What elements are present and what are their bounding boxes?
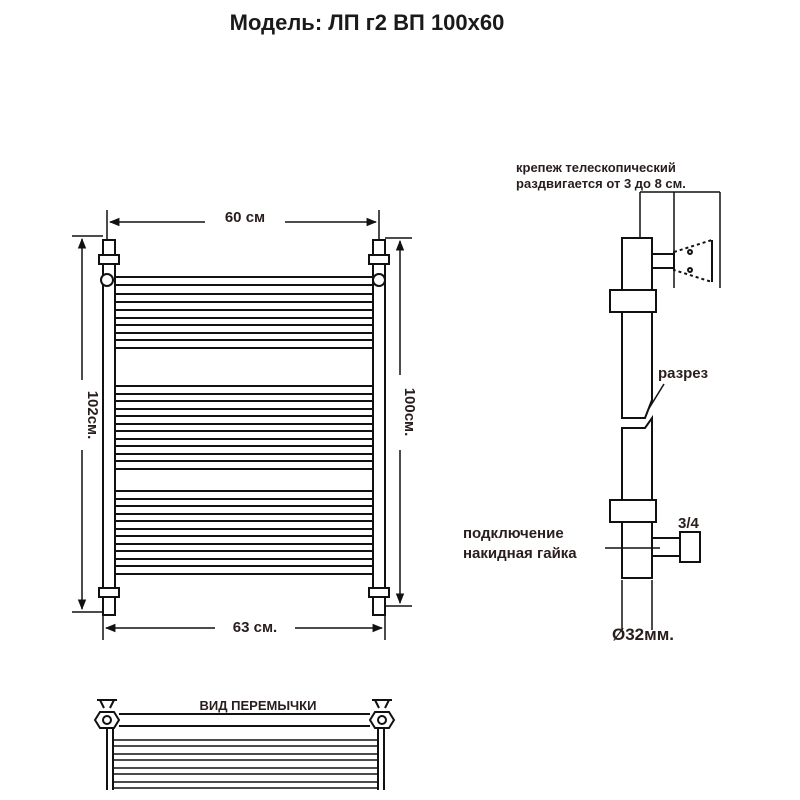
- side-clamp-bottom: [609, 499, 657, 523]
- connection-fitting: [651, 531, 701, 563]
- model-title: Модель: ЛП г2 ВП 100х60: [230, 10, 505, 35]
- clamp-bottom-left: [98, 587, 120, 598]
- bridge-view-label: ВИД ПЕРЕМЫЧКИ: [200, 698, 317, 713]
- pipe-lower: [621, 414, 653, 579]
- mount-label-line2: раздвигается от 3 до 8 см.: [516, 176, 686, 191]
- right-post: [372, 239, 386, 616]
- bridge-rungs: [113, 739, 378, 789]
- section-label: разрез: [658, 365, 708, 382]
- front-view: 60 см 63 см. 102см. 100см.: [72, 206, 418, 640]
- inlet-circle-right: [372, 273, 386, 287]
- clamp-top-left: [98, 254, 120, 265]
- bridge-fitting-right: [368, 699, 396, 729]
- rungs: [114, 276, 374, 575]
- telescopic-bracket: [651, 238, 713, 284]
- left-post: [102, 239, 116, 616]
- dim-left-height: 102см.: [84, 391, 101, 440]
- clamp-top-right: [368, 254, 390, 265]
- mount-label-line1: крепеж телескопический: [516, 160, 676, 175]
- clamp-bottom-right: [368, 587, 390, 598]
- pipe-diameter-label: Ø32мм.: [612, 625, 674, 644]
- bridge-view: ВИД ПЕРЕМЫЧКИ: [93, 698, 396, 790]
- connection-label-line1: подключение: [463, 525, 564, 542]
- dim-top-width: 60 см: [225, 209, 265, 226]
- inlet-circle-left: [100, 273, 114, 287]
- thread-size-label: 3/4: [678, 515, 700, 532]
- bridge-fitting-left: [93, 699, 121, 729]
- dim-bottom-width: 63 см.: [233, 619, 277, 636]
- side-clamp-top: [609, 289, 657, 313]
- side-view: крепеж телескопический раздвигается от 3…: [463, 160, 721, 644]
- dim-right-height: 100см.: [401, 388, 418, 437]
- connection-label-line2: накидная гайка: [463, 545, 577, 562]
- pipe-upper: [621, 237, 653, 419]
